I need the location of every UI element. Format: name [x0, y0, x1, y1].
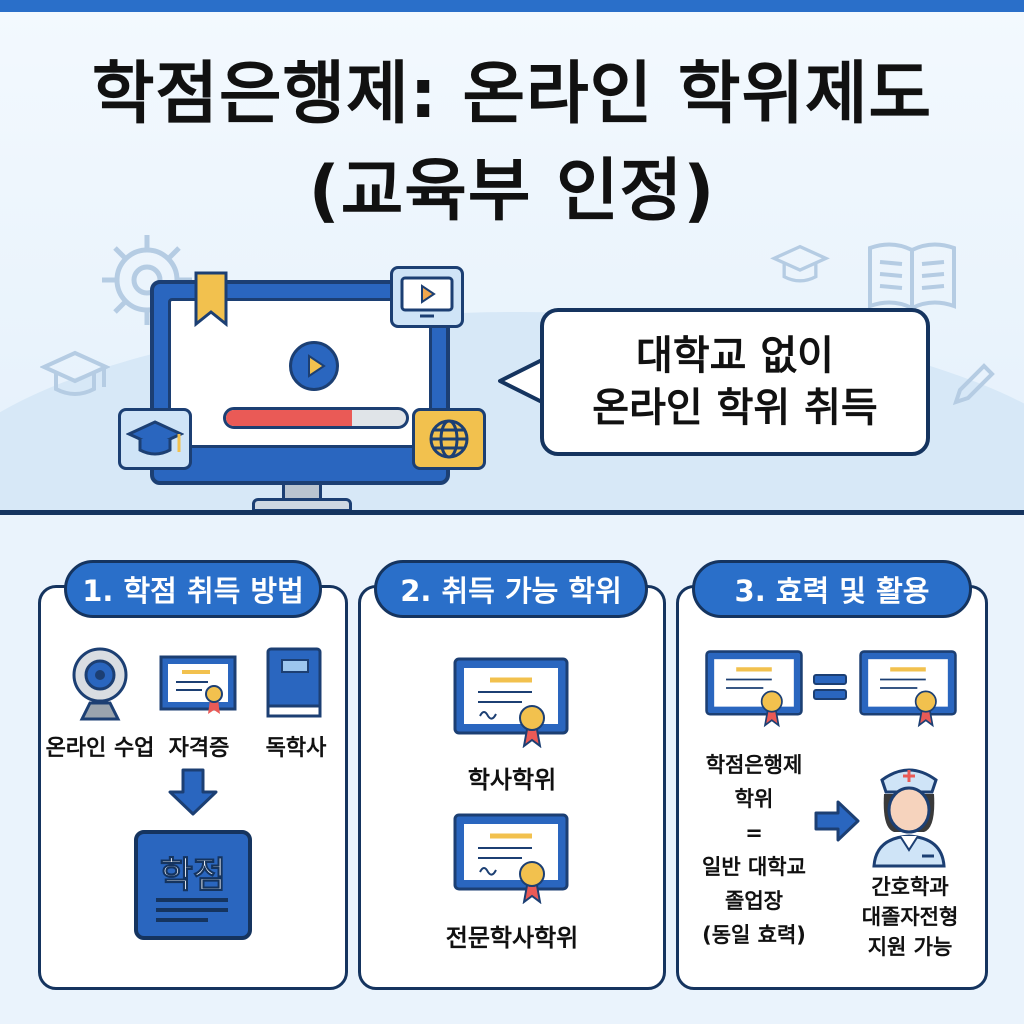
- arrow-down-icon: [168, 768, 218, 816]
- video-player-icon: [400, 276, 454, 318]
- speech-bubble: 대학교 없이 온라인 학위 취득: [540, 308, 930, 456]
- graduation-cap-icon: [770, 244, 830, 283]
- pencil-icon: [952, 363, 995, 406]
- graduation-cap-icon: [126, 420, 184, 456]
- video-progress-fill: [226, 410, 352, 426]
- associate-certificate-icon: [453, 813, 569, 904]
- book-icon: [266, 647, 322, 718]
- webcam-icon: [72, 647, 128, 721]
- video-progress-bar[interactable]: [223, 407, 409, 429]
- certificate-icon: [859, 650, 957, 728]
- panel3-heading: 3. 효력 및 활용: [692, 560, 972, 618]
- panel1-heading: 1. 학점 취득 방법: [64, 560, 322, 618]
- arrow-right-icon: [814, 800, 860, 842]
- page-title: 학점은행제: 온라인 학위제도: [91, 55, 933, 134]
- video-player-tile: [390, 266, 464, 328]
- bubble-line-1: 대학교 없이: [636, 333, 834, 379]
- play-button[interactable]: [289, 341, 339, 391]
- bachelor-certificate-icon: [453, 657, 569, 748]
- globe-icon: [429, 419, 469, 459]
- video-screen: [168, 298, 432, 448]
- graduation-cap-icon: [40, 350, 110, 396]
- speech-bubble-tail: [498, 357, 546, 405]
- bubble-line-2: 온라인 학위 취득: [592, 385, 878, 431]
- section-divider: [0, 510, 1024, 515]
- page-subtitle: (교육부 인정): [308, 152, 716, 231]
- method-online-class: 온라인 수업: [45, 736, 155, 761]
- nurse-icon: [872, 768, 946, 868]
- panel-degrees: [358, 585, 666, 990]
- method-certificate: 자격증: [168, 736, 230, 761]
- play-icon: [308, 354, 326, 378]
- bookmark-icon: [194, 271, 228, 328]
- certificate-icon: [159, 655, 237, 714]
- open-book-icon: [868, 242, 956, 311]
- certificate-icon: [705, 650, 803, 728]
- top-accent-bar: [0, 0, 1024, 12]
- credit-card: 학점: [134, 830, 252, 940]
- globe-tile: [412, 408, 486, 470]
- equals-icon: [813, 674, 847, 700]
- equivalence-text: 학점은행제 학위 = 일반 대학교 졸업장 (동일 효력): [702, 753, 806, 947]
- credit-label: 학점: [159, 855, 227, 897]
- method-self-study: 독학사: [265, 736, 327, 761]
- graduation-tile: [118, 408, 192, 470]
- panel2-heading: 2. 취득 가능 학위: [374, 560, 648, 618]
- degree-bachelor: 학사학위: [467, 766, 557, 794]
- monitor-illustration: [150, 280, 450, 485]
- degree-associate: 전문학사학위: [445, 924, 579, 952]
- nurse-text: 간호학과 대졸자전형 지원 가능: [861, 875, 959, 959]
